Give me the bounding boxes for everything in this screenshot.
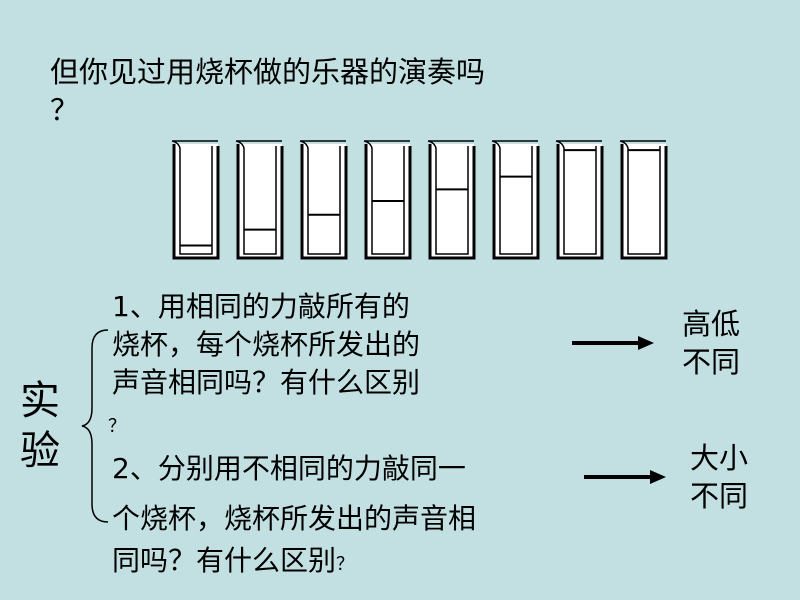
question-text: 但你见过用烧杯做的乐器的演奏吗: [50, 55, 486, 89]
item2-line1: 2、分别用不相同的力敲同一: [112, 452, 466, 485]
item1-line1: 1、用相同的力敲所有的: [112, 290, 410, 323]
beaker: [619, 140, 668, 260]
experiment-label: 实验: [20, 378, 60, 474]
arrow-right-icon: [584, 470, 666, 484]
beaker: [299, 140, 348, 260]
arrow-right-icon: [572, 336, 654, 350]
item1-line3: 声音相同吗？有什么区别: [112, 366, 421, 399]
item2-line3-text: 同吗？有什么区别: [112, 544, 337, 577]
beaker: [171, 140, 220, 260]
item2-line3-tail: ？: [336, 554, 355, 575]
brace-icon: [81, 329, 109, 523]
question-mark: ？: [50, 93, 80, 127]
beaker: [491, 140, 540, 260]
beaker: [235, 140, 284, 260]
item1-line2: 烧杯，每个烧杯所发出的: [112, 328, 421, 361]
item2-result-line1: 大小: [690, 441, 749, 475]
item2-line3: 同吗？有什么区别？: [112, 542, 354, 583]
beaker: [555, 140, 604, 260]
beaker-row: [171, 140, 668, 260]
item1-result-line2: 不同: [682, 345, 741, 379]
item2-line2: 个烧杯，烧杯所发出的声音相: [112, 502, 477, 535]
beaker: [427, 140, 476, 260]
item2-result-line2: 不同: [690, 479, 749, 513]
beaker: [363, 140, 412, 260]
item1-result-line1: 高低: [682, 307, 741, 341]
item1-line4: ？: [108, 416, 126, 437]
